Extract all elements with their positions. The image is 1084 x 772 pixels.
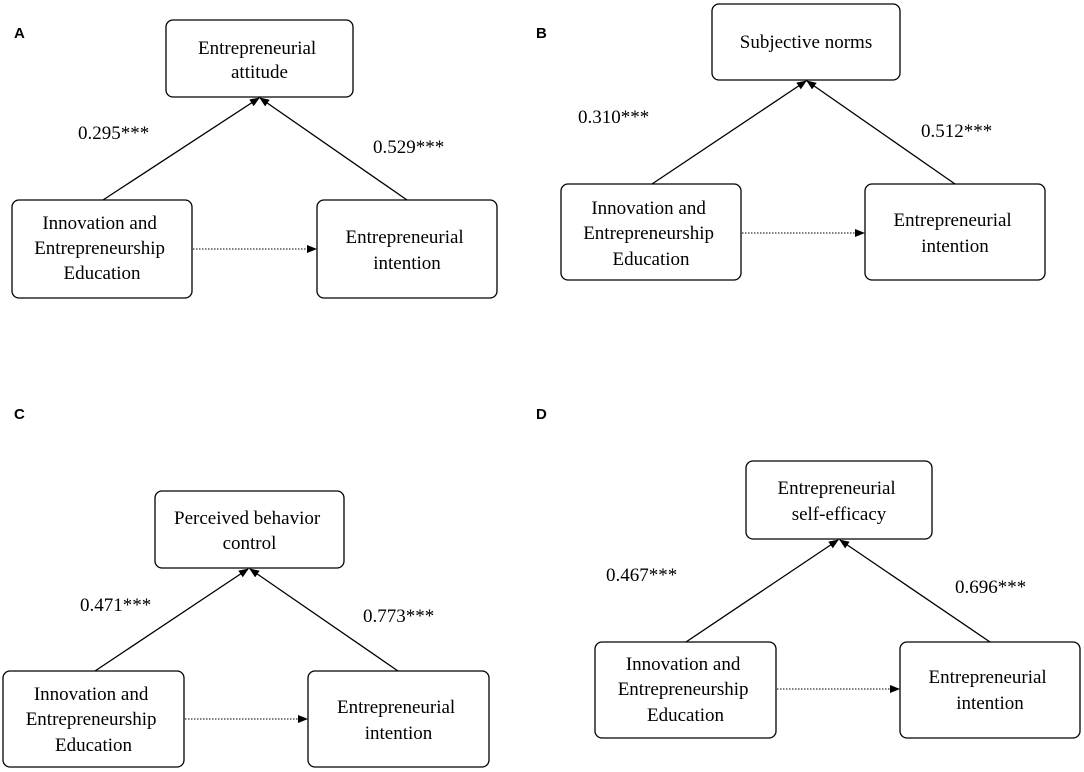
- outcome-box-a: [316, 199, 498, 299]
- outcome-box-b: [864, 183, 1046, 281]
- coefficient-b-d: 0.696***: [955, 577, 1026, 598]
- coefficient-b-b: 0.512***: [921, 121, 992, 142]
- mediator-label-c: Perceived behavior control: [174, 508, 325, 554]
- source-box-a: [11, 199, 193, 299]
- panel-c: C Perceived behavior control Innovation …: [2, 406, 490, 768]
- source-label-c: Innovation and Entrepreneurship Educatio…: [26, 684, 162, 756]
- panel-d: D Entrepreneurial self-efficacy Innovati…: [536, 406, 1081, 739]
- mediator-box-b: [711, 3, 901, 81]
- outcome-label-d: Entrepreneurial intention: [929, 667, 1052, 714]
- mediator-box-d: [745, 460, 933, 540]
- panel-label-b: B: [536, 25, 547, 42]
- source-label-b: Innovation and Entrepreneurship Educatio…: [583, 198, 719, 270]
- source-box-d: [594, 641, 777, 739]
- source-label-a: Innovation and Entrepreneurship Educatio…: [34, 213, 170, 284]
- outcome-label-c: Entrepreneurial intention: [337, 697, 460, 744]
- outcome-label-a: Entrepreneurial intention: [346, 227, 469, 274]
- source-label-d: Innovation and Entrepreneurship Educatio…: [618, 654, 754, 726]
- coefficient-a-b: 0.310***: [578, 107, 649, 128]
- coefficient-b-a: 0.529***: [373, 137, 444, 158]
- path-b-arrow-a: [259, 97, 408, 201]
- path-b-arrow-d: [839, 539, 991, 643]
- source-box-c: [2, 670, 185, 768]
- mediator-label-a: Entrepreneurial attitude: [198, 38, 321, 83]
- coefficient-b-c: 0.773***: [363, 606, 434, 627]
- panel-b: B Subjective norms Innovation and Entrep…: [536, 3, 1046, 281]
- path-a-arrow-a: [102, 97, 260, 201]
- panel-label-d: D: [536, 406, 547, 423]
- panel-label-a: A: [14, 25, 25, 42]
- panel-a: A Entrepreneurial attitude Innovation an…: [11, 19, 498, 299]
- outcome-label-b: Entrepreneurial intention: [894, 210, 1017, 257]
- coefficient-a-a: 0.295***: [78, 123, 149, 144]
- path-a-arrow-d: [685, 539, 839, 643]
- coefficient-a-c: 0.471***: [80, 595, 151, 616]
- path-b-arrow-c: [249, 568, 399, 672]
- mediator-label-d: Entrepreneurial self-efficacy: [778, 478, 901, 525]
- path-a-arrow-c: [94, 568, 249, 672]
- coefficient-a-d: 0.467***: [606, 565, 677, 586]
- panel-label-c: C: [14, 406, 25, 423]
- source-box-b: [560, 183, 742, 281]
- mediator-box-a: [165, 19, 354, 98]
- mediator-label-b: Subjective norms: [740, 32, 872, 53]
- outcome-box-c: [307, 670, 490, 768]
- mediator-box-c: [154, 490, 345, 569]
- path-b-arrow-b: [806, 80, 956, 185]
- path-a-arrow-b: [651, 80, 807, 185]
- outcome-box-d: [899, 641, 1081, 739]
